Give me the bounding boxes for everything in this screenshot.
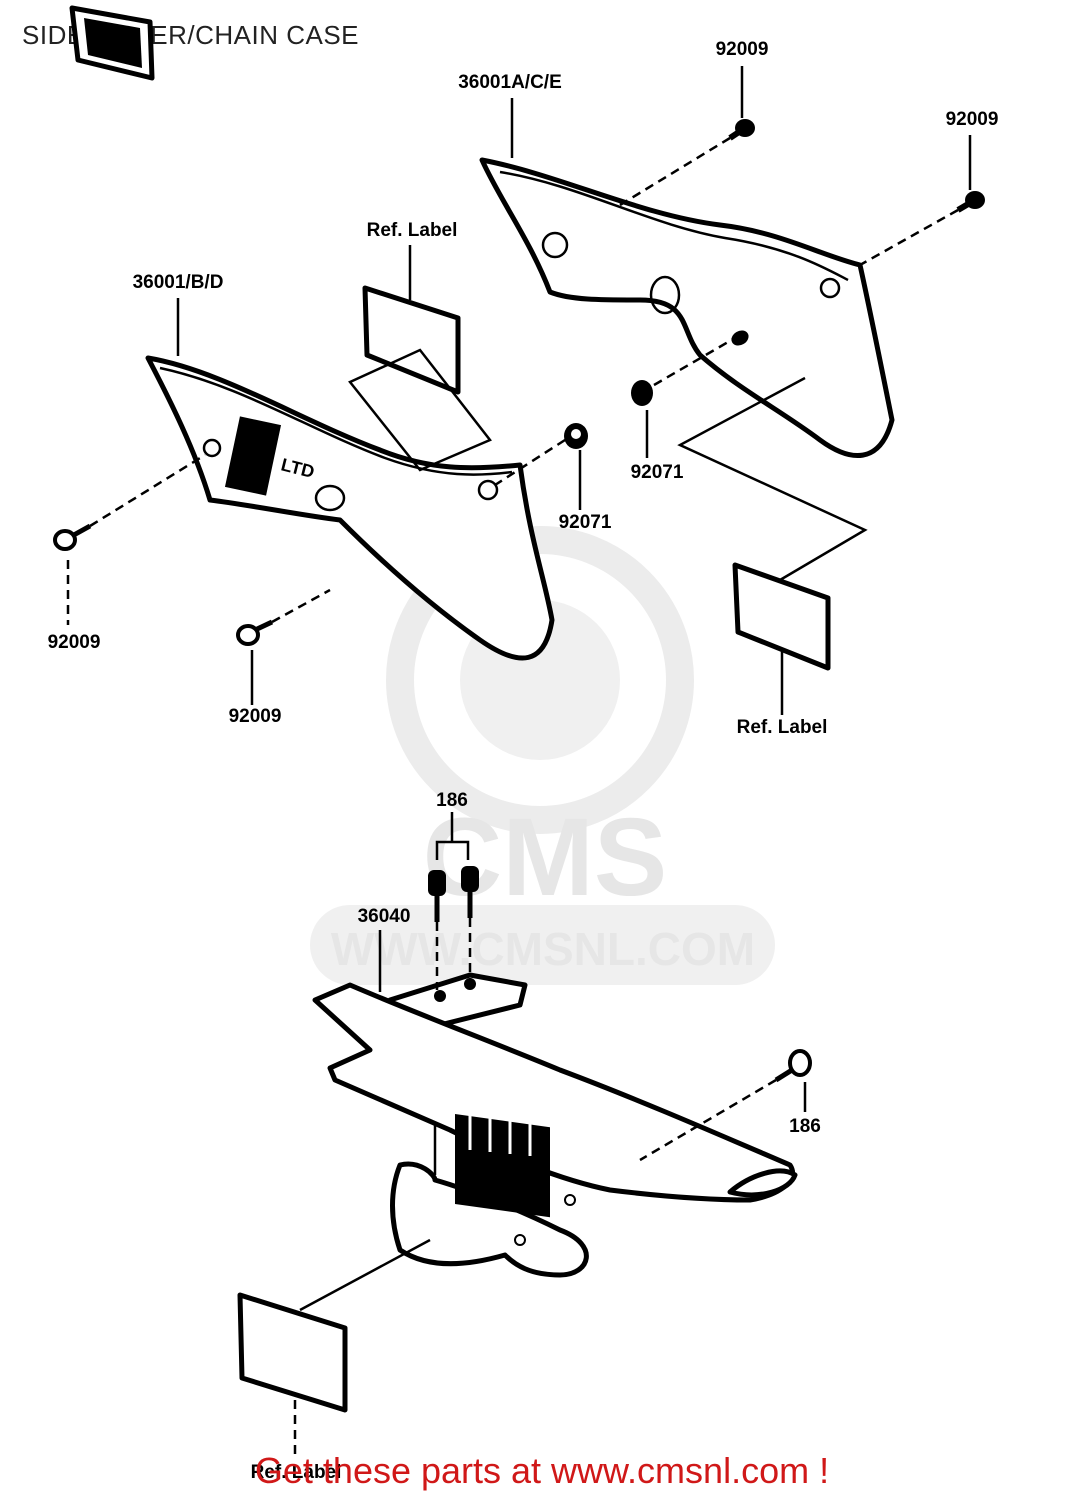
bolt-icon-92009-top[interactable] [728, 119, 755, 141]
watermark-brand: CMS [423, 796, 667, 919]
footer-link[interactable]: Get these parts at www.cmsnl.com ! [254, 1450, 830, 1491]
ref-label-sheet-top[interactable] [348, 285, 492, 472]
part-label-92009-top[interactable]: 92009 [716, 39, 769, 60]
ref-label-sheet-bottom[interactable] [237, 1292, 348, 1413]
leader-lines [66, 66, 972, 1460]
part-label-186-right[interactable]: 186 [789, 1116, 821, 1137]
part-label-ref-label-right[interactable]: Ref. Label [737, 717, 828, 738]
bolt-icon-186-top[interactable] [428, 866, 479, 922]
part-label-92009-left[interactable]: 92009 [48, 632, 101, 653]
emblem-icon [69, 5, 155, 81]
ref-label-sheet-right[interactable] [732, 562, 831, 671]
part-label-36001bd[interactable]: 36001/B/D [133, 272, 224, 293]
part-label-ref-label-bottom[interactable]: Ref. Label [251, 1462, 342, 1483]
part-label-92071-right[interactable]: 92071 [631, 462, 684, 483]
side-cover-left[interactable]: LTD [145, 355, 555, 661]
part-label-ref-label-top[interactable]: Ref. Label [367, 220, 458, 241]
chain-case[interactable] [312, 972, 798, 1278]
part-label-36040[interactable]: 36040 [358, 906, 411, 927]
part-label-92071-left[interactable]: 92071 [559, 512, 612, 533]
watermark: CMS WWW.CMSNL.COM [310, 526, 775, 985]
chain-case-fins [455, 1060, 550, 1218]
grommet-icon-92071-right[interactable] [631, 327, 751, 406]
part-label-92009-mid[interactable]: 92009 [229, 706, 282, 727]
bolt-icon-186-right[interactable] [774, 1049, 812, 1083]
bolt-icon-92009-topright[interactable] [956, 191, 985, 213]
watermark-url: WWW.CMSNL.COM [331, 923, 755, 975]
part-label-92009-topright[interactable]: 92009 [946, 109, 999, 130]
bolt-icon-92009-mid[interactable] [236, 619, 274, 646]
grommet-icon-92071-left[interactable] [564, 423, 588, 449]
side-cover-right[interactable] [479, 157, 895, 458]
part-label-186-top[interactable]: 186 [436, 790, 468, 811]
bolt-icon-92009-left[interactable] [53, 523, 92, 551]
part-label-36001ace[interactable]: 36001A/C/E [458, 72, 562, 93]
